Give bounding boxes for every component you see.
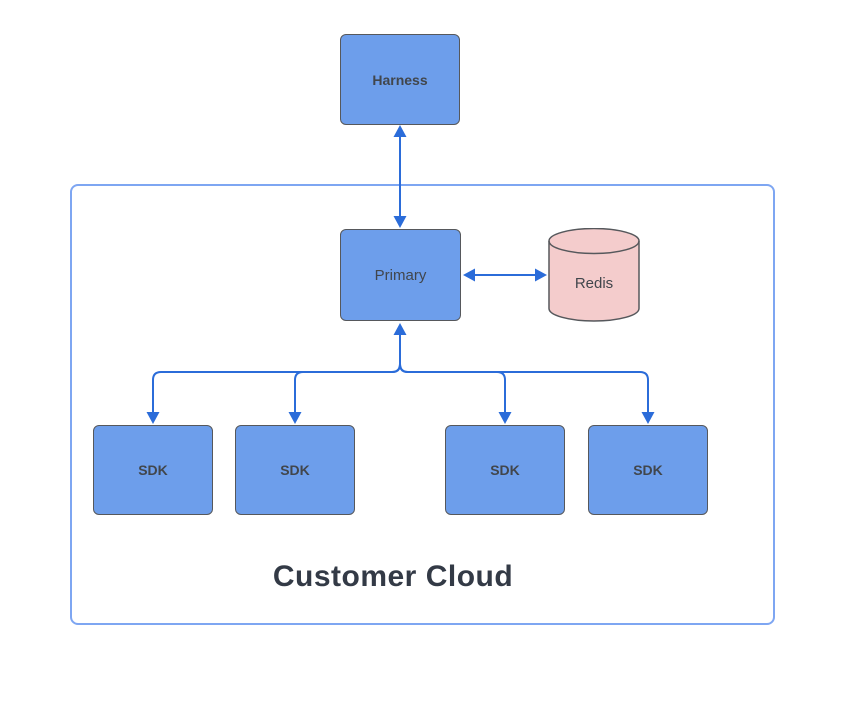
node-redis: Redis bbox=[548, 228, 640, 322]
node-sdk-4-label: SDK bbox=[633, 462, 663, 478]
node-sdk-2: SDK bbox=[235, 425, 355, 515]
node-sdk-1: SDK bbox=[93, 425, 213, 515]
node-primary: Primary bbox=[340, 229, 461, 321]
customer-cloud-label: Customer Cloud bbox=[272, 560, 514, 593]
node-harness: Harness bbox=[340, 34, 460, 125]
node-sdk-2-label: SDK bbox=[280, 462, 310, 478]
node-sdk-4: SDK bbox=[588, 425, 708, 515]
node-sdk-3: SDK bbox=[445, 425, 565, 515]
node-redis-label: Redis bbox=[574, 274, 614, 292]
redis-cylinder-shape bbox=[548, 228, 640, 322]
arrowhead-up-harness bbox=[393, 125, 407, 137]
node-primary-label: Primary bbox=[374, 266, 427, 284]
customer-cloud-container bbox=[70, 184, 775, 625]
node-sdk-1-label: SDK bbox=[138, 462, 168, 478]
node-sdk-3-label: SDK bbox=[490, 462, 520, 478]
node-harness-label: Harness bbox=[372, 71, 428, 88]
